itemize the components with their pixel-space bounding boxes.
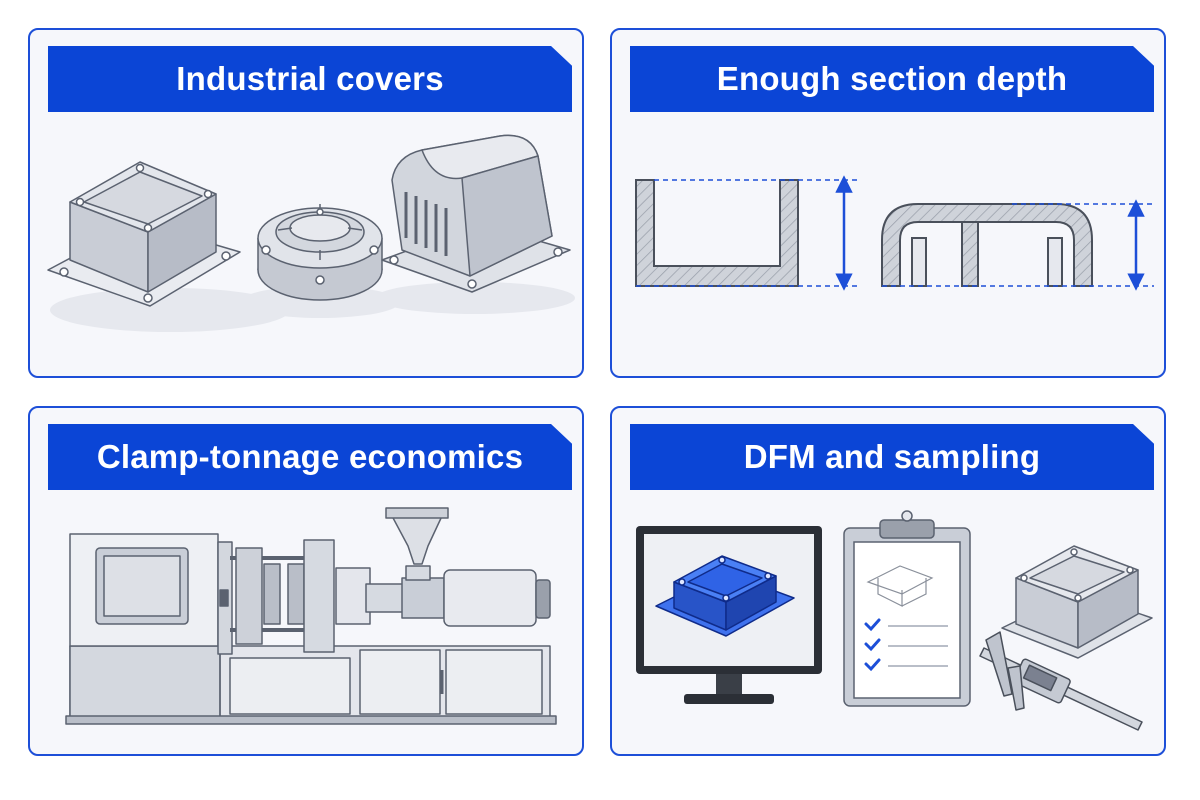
panel-industrial-covers: Industrial covers xyxy=(28,28,584,378)
panel-clamp-tonnage: Clamp-tonnage economics xyxy=(28,406,584,756)
cad-monitor-icon xyxy=(636,526,822,704)
rib-section-icon xyxy=(881,203,1093,287)
vented-housing-icon xyxy=(381,134,571,293)
round-cover-icon xyxy=(257,204,383,301)
panel-title-banner: Enough section depth xyxy=(630,46,1154,112)
check-icon xyxy=(864,618,881,672)
panel-title-banner: DFM and sampling xyxy=(630,424,1154,490)
panel-title: Enough section depth xyxy=(716,60,1068,97)
covers-illustration xyxy=(47,134,575,332)
caliper-icon xyxy=(979,631,1143,731)
u-channel-section-icon xyxy=(635,179,799,287)
injection-molding-machine-icon xyxy=(65,507,557,725)
panel-dfm-sampling: DFM and sampling xyxy=(610,406,1166,756)
dfm-sampling-illustration xyxy=(636,510,1153,731)
clipboard-checklist-icon xyxy=(843,510,971,707)
panel-title: Clamp-tonnage economics xyxy=(96,438,524,475)
panel-section-depth: Enough section depth xyxy=(610,28,1166,378)
panel-title-banner: Industrial covers xyxy=(48,46,572,112)
panel-title: Industrial covers xyxy=(176,60,444,97)
panel-title: DFM and sampling xyxy=(743,438,1041,475)
section-depth-illustration xyxy=(635,175,1154,291)
sample-part-icon xyxy=(1001,545,1153,659)
square-enclosure-icon xyxy=(47,161,241,307)
panel-title-banner: Clamp-tonnage economics xyxy=(48,424,572,490)
